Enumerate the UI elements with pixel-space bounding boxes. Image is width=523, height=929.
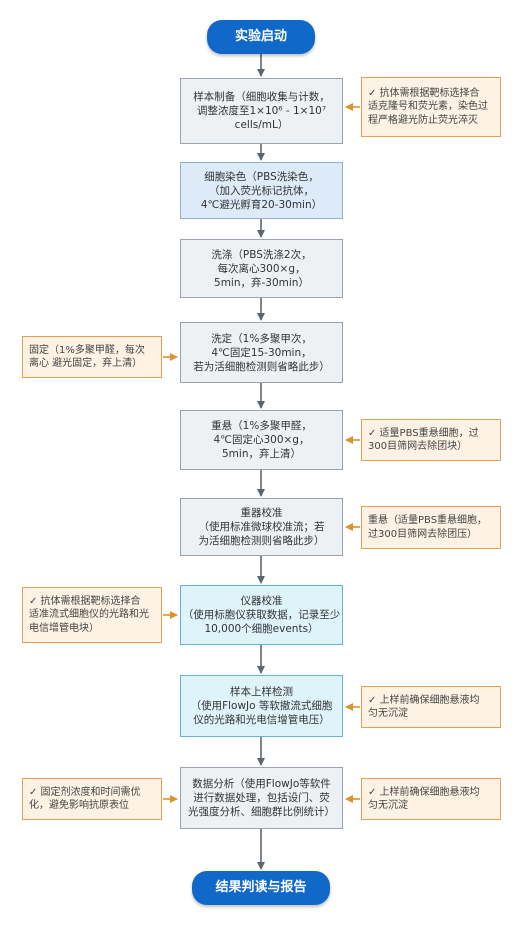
step-washing: 洗涤（PBS洗涤2次， 每次离心300×g， 5min，弃-30min） bbox=[180, 239, 343, 298]
note-right-sample-loading-2: ✓ 上样前确保细胞悬液均 匀无沉淀 bbox=[361, 778, 501, 820]
step-instrument-calibration-1: 重器校准 （使用标准微球校准流；若 为活细胞检测则省略此步） bbox=[180, 498, 343, 556]
note-right-sample-loading-1: ✓ 上样前确保细胞悬液均 匀无沉淀 bbox=[361, 686, 501, 728]
step-sample-prep: 样本制备（细胞收集与计数， 调整浓度至1×10⁶ - 1×10⁷ cells/m… bbox=[180, 78, 343, 144]
note-right-resuspend: 重悬（适量PBS重悬细胞， 过300目筛网去除团压） bbox=[361, 506, 501, 549]
note-left-fixative: ✓ 固定剂浓度和时间需优 化，避免影响抗原表位 bbox=[22, 778, 162, 820]
step-sample-loading: 样本上样检测 （使用FlowJo 等软撤流式细胞 仪的光路和光电信增管电压） bbox=[180, 675, 343, 737]
step-resuspension: 重悬（1%多聚甲醛， 4℃固定心300×g， 5min，弃上清） bbox=[180, 410, 343, 470]
note-right-pbs-resuspend: ✓ 适量PBS重悬细胞，过 300目筛网去除团块） bbox=[361, 419, 501, 461]
step-fixation: 洗定（1%多聚甲次， 4℃固定15-30min， 若为活细胞检测则省略此步） bbox=[180, 322, 343, 383]
note-left-calibration: ✓ 抗体需根据靶标选择合 适准流式细胞仪的光路和光 电信增管电块） bbox=[22, 587, 162, 643]
note-right-antibody: ✓ 抗体需根据靶标选择合 适克隆号和荧光素，染色过 程严格避光防止荧光淬灭 bbox=[361, 77, 501, 137]
start-node: 实验启动 bbox=[207, 20, 315, 54]
step-data-analysis: 数据分析（使用FlowJo等软件 进行数据处理，包括设门、荧 光强度分析、细胞群… bbox=[180, 767, 343, 829]
note-left-fixation: 固定（1%多聚甲醛，每次 离心 避光固定，弃上清） bbox=[22, 336, 162, 378]
step-instrument-calibration-2: 仪器校准 （使用标胞仪获取数据，记录至少 10,000个细胞events） bbox=[180, 585, 343, 645]
end-node: 结果判读与报告 bbox=[192, 871, 330, 905]
step-cell-staining: 细胞染色（PBS洗染色， （加入荧光标记抗体， 4℃避光孵育20-30min） bbox=[180, 162, 343, 219]
